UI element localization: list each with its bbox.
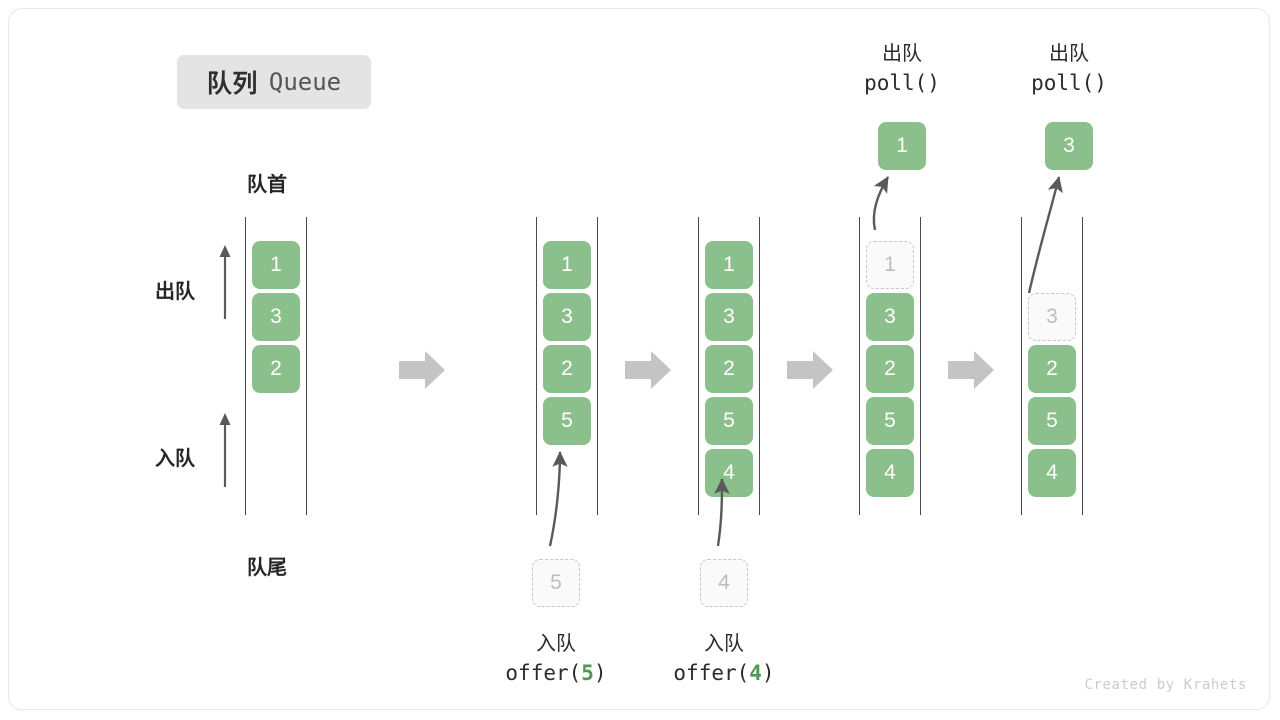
outgoing-element-3: 3 [1045,122,1093,170]
operation-code-prefix: poll( [864,71,928,95]
queue-rail-1 [536,217,598,515]
operation-label-poll-1: 出队 poll() [802,39,1002,98]
queue-cell: 2 [705,345,753,393]
queue-column-0: 1 3 2 [252,241,300,393]
operation-code-prefix: poll( [1031,71,1095,95]
operation-code-prefix: offer( [505,661,582,685]
queue-cell: 5 [543,397,591,445]
queue-cell: 3 [543,293,591,341]
operation-code: poll() [969,68,1169,98]
queue-cell: 2 [252,345,300,393]
operation-code-arg: 4 [749,661,762,685]
queue-rail-2 [698,217,760,515]
queue-column-2: 1 3 2 5 4 [705,241,753,497]
queue-rail-3 [859,217,921,515]
operation-code: offer(5) [456,658,656,688]
step-arrow-icon [948,349,994,391]
operation-code-suffix: ) [761,661,775,685]
operation-code-suffix: ) [1094,71,1107,95]
operation-name-cn: 入队 [704,631,744,655]
queue-cell: 2 [866,345,914,393]
queue-cell: 1 [252,241,300,289]
queue-rail-0 [245,217,307,515]
queue-cell: 3 [705,293,753,341]
queue-rail-4 [1021,217,1083,515]
queue-cell: 2 [1028,345,1076,393]
queue-cell-removed: 3 [1028,293,1076,341]
operation-code-arg: 5 [581,661,594,685]
queue-cell-removed: 1 [866,241,914,289]
step-arrow-icon [787,349,833,391]
queue-cell: 3 [252,293,300,341]
queue-cell: 5 [705,397,753,445]
queue-cell: 2 [543,345,591,393]
queue-head-label: 队首 [247,174,287,196]
operation-code-suffix: ) [927,71,940,95]
queue-cell: 5 [866,397,914,445]
queue-column-3: 1 3 2 5 4 [866,241,914,497]
operation-code: offer(4) [624,658,824,688]
operation-name-cn: 入队 [536,631,576,655]
queue-column-1: 1 3 2 5 [543,241,591,445]
operation-label-poll-3: 出队 poll() [969,39,1169,98]
queue-cell: 3 [866,293,914,341]
queue-cell: 4 [705,449,753,497]
operation-name-cn: 出队 [1049,41,1089,65]
step-arrow-icon [399,349,445,391]
title-chinese: 队列 [206,70,258,98]
incoming-element-5: 5 [532,559,580,607]
enqueue-direction-arrow-icon [218,411,232,487]
queue-cell: 4 [1028,449,1076,497]
operation-label-offer-5: 入队 offer(5) [456,629,656,688]
queue-tail-label: 队尾 [247,557,287,579]
step-arrow-icon [625,349,671,391]
incoming-element-4: 4 [700,559,748,607]
operation-code: poll() [802,68,1002,98]
operation-code-suffix: ) [593,661,607,685]
operation-label-offer-4: 入队 offer(4) [624,629,824,688]
queue-cell: 4 [866,449,914,497]
title-english: Queue [268,68,342,96]
outgoing-element-1: 1 [878,122,926,170]
attribution-footer: Created by Krahets [1084,677,1247,693]
diagram-title-badge: 队列 Queue [177,55,371,109]
dequeue-direction-arrow-icon [218,243,232,319]
enqueue-direction-label: 入队 [155,448,195,470]
operation-code-prefix: offer( [673,661,750,685]
queue-cell: 1 [705,241,753,289]
operation-name-cn: 出队 [882,41,922,65]
queue-cell: 1 [543,241,591,289]
queue-column-4: 3 2 5 4 [1028,241,1076,497]
diagram-card: 队列 Queue 队首 队尾 出队 入队 1 3 2 1 3 2 5 [8,8,1270,710]
dequeue-direction-label: 出队 [155,281,195,303]
queue-cell: 5 [1028,397,1076,445]
